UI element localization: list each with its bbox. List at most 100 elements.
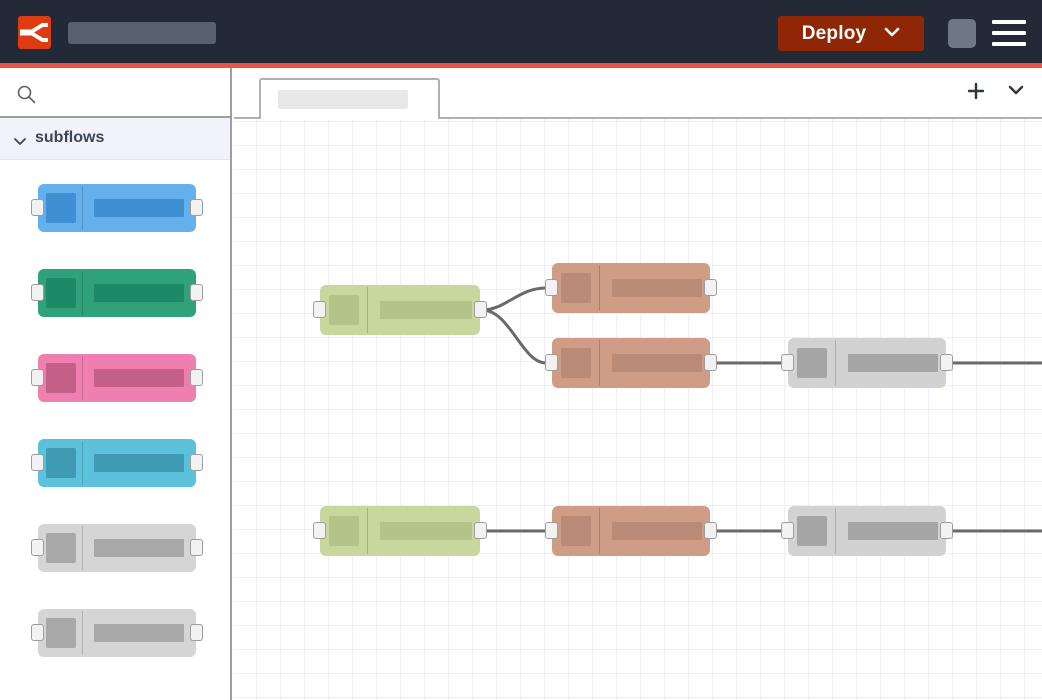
node-output-port[interactable] (704, 522, 717, 539)
node-divider (82, 526, 83, 570)
node-icon (561, 516, 591, 546)
palette-item[interactable] (0, 514, 230, 599)
chevron-down-icon (884, 26, 900, 41)
node-output-port[interactable] (190, 199, 203, 216)
plus-icon[interactable] (966, 81, 986, 106)
palette-item[interactable] (0, 259, 230, 344)
subflow-node-grey-2[interactable] (31, 609, 203, 657)
node-input-port[interactable] (545, 522, 558, 539)
node-divider (599, 508, 600, 554)
node-input-port[interactable] (31, 624, 44, 641)
flow-canvas[interactable] (234, 119, 1042, 700)
subflow-node-cyan[interactable] (31, 439, 203, 487)
node-input-port[interactable] (781, 354, 794, 371)
node-output-port[interactable] (940, 354, 953, 371)
node-output-port[interactable] (190, 454, 203, 471)
node-label (94, 624, 184, 642)
subflow-node-green[interactable] (31, 269, 203, 317)
node-input-port[interactable] (31, 284, 44, 301)
node-output-port[interactable] (940, 522, 953, 539)
node-divider (835, 508, 836, 554)
subflow-node-blue[interactable] (31, 184, 203, 232)
node-divider (599, 340, 600, 386)
flow-wire[interactable] (481, 308, 547, 365)
palette-search-input[interactable] (42, 80, 221, 108)
node-input-port[interactable] (313, 301, 326, 318)
node-output-port[interactable] (190, 284, 203, 301)
flow-node-salmon-3[interactable] (545, 506, 717, 556)
node-input-port[interactable] (31, 454, 44, 471)
palette-item[interactable] (0, 344, 230, 429)
node-label (848, 522, 938, 540)
node-icon (46, 363, 76, 393)
node-input-port[interactable] (31, 539, 44, 556)
deploy-button[interactable]: Deploy (778, 16, 924, 51)
node-divider (82, 611, 83, 655)
node-label (380, 522, 472, 540)
subflow-node-pink[interactable] (31, 354, 203, 402)
deploy-button-label: Deploy (801, 23, 867, 44)
node-red-logo-icon[interactable] (18, 16, 51, 49)
flow-tab-bar (234, 68, 1042, 119)
node-label (380, 301, 472, 319)
node-divider (599, 265, 600, 311)
chevron-down-icon (13, 134, 27, 152)
flow-node-green-2[interactable] (313, 506, 487, 556)
node-output-port[interactable] (704, 354, 717, 371)
flow-tab-active[interactable] (259, 78, 440, 119)
node-divider (367, 287, 368, 333)
palette-category-subflows[interactable]: subflows (0, 118, 230, 160)
palette-item[interactable] (0, 599, 230, 684)
node-icon (46, 533, 76, 563)
node-label (612, 279, 702, 297)
node-icon (797, 516, 827, 546)
node-icon (329, 516, 359, 546)
flow-node-salmon-2[interactable] (545, 338, 717, 388)
node-label (94, 199, 184, 217)
node-input-port[interactable] (545, 279, 558, 296)
flow-wire[interactable] (481, 286, 547, 312)
node-icon (46, 448, 76, 478)
node-input-port[interactable] (545, 354, 558, 371)
node-label (612, 522, 702, 540)
node-output-port[interactable] (474, 301, 487, 318)
subflow-node-grey-1[interactable] (31, 524, 203, 572)
node-label (612, 354, 702, 372)
palette-search-row[interactable] (0, 68, 230, 118)
header-accent-bar (0, 63, 1042, 68)
flow-title-field[interactable] (68, 22, 216, 44)
flow-node-grey-1[interactable] (781, 338, 953, 388)
node-divider (82, 356, 83, 400)
node-divider (367, 508, 368, 554)
app-header: Deploy (0, 0, 1042, 63)
node-input-port[interactable] (31, 369, 44, 386)
flow-node-grey-2[interactable] (781, 506, 953, 556)
node-label (94, 369, 184, 387)
flow-node-green-1[interactable] (313, 285, 487, 335)
node-input-port[interactable] (781, 522, 794, 539)
node-output-port[interactable] (190, 539, 203, 556)
palette-item[interactable] (0, 174, 230, 259)
node-divider (82, 441, 83, 485)
node-input-port[interactable] (31, 199, 44, 216)
flow-wires (481, 286, 1042, 533)
palette-item[interactable] (0, 429, 230, 514)
user-menu-button[interactable] (948, 19, 976, 48)
node-label (94, 539, 184, 557)
node-divider (82, 271, 83, 315)
node-output-port[interactable] (474, 522, 487, 539)
node-input-port[interactable] (313, 522, 326, 539)
flow-node-salmon-1[interactable] (545, 263, 717, 313)
node-icon (561, 273, 591, 303)
node-label (94, 454, 184, 472)
hamburger-menu-icon[interactable] (992, 20, 1026, 46)
node-output-port[interactable] (704, 279, 717, 296)
chevron-down-icon[interactable] (1007, 83, 1025, 101)
palette-category-label: subflows (35, 129, 105, 146)
node-divider (82, 186, 83, 230)
node-icon (46, 618, 76, 648)
node-output-port[interactable] (190, 369, 203, 386)
workspace (234, 68, 1042, 700)
node-output-port[interactable] (190, 624, 203, 641)
